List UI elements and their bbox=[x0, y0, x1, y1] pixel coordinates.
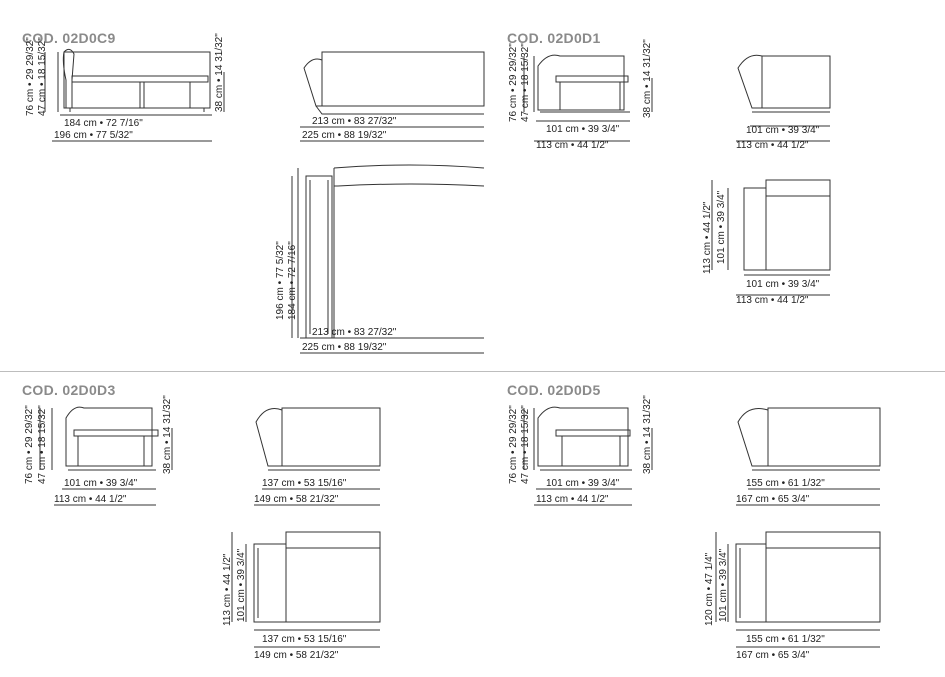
dim-seat-47-d3: 47 cm • 18 15/32" bbox=[37, 405, 48, 484]
side-view-02d0d5 bbox=[736, 407, 881, 506]
dim-depth-113-d1-side: 113 cm • 44 1/2" bbox=[736, 140, 809, 151]
side-view-02d0c9 bbox=[300, 51, 485, 142]
dim-length-184-c9-top: 184 cm • 72 7/16" bbox=[287, 241, 298, 320]
dim-seat-47-d1: 47 cm • 18 15/32" bbox=[520, 43, 531, 122]
dim-depth-120-d5-top-v: 120 cm • 47 1/4" bbox=[704, 552, 715, 626]
dim-depth-113-d3-top-v: 113 cm • 44 1/2" bbox=[222, 553, 233, 626]
front-view-02d0c9 bbox=[44, 48, 225, 142]
dim-length-196-c9-top: 196 cm • 77 5/32" bbox=[275, 241, 286, 320]
dim-width-113-d5: 113 cm • 44 1/2" bbox=[536, 494, 609, 505]
dim-width-149-d3-top: 149 cm • 58 21/32" bbox=[254, 650, 339, 661]
section-code-02d0d3: COD. 02D0D3 bbox=[22, 382, 116, 398]
top-view-02d0d3 bbox=[231, 531, 381, 648]
front-view-02d0d3 bbox=[39, 406, 173, 506]
top-view-02d0c9 bbox=[291, 164, 485, 354]
dim-depth-167-d5-side: 167 cm • 65 3/4" bbox=[736, 494, 810, 505]
dim-width-113-d1-top: 113 cm • 44 1/2" bbox=[736, 295, 809, 306]
dim-depth-101-d5-top-v: 101 cm • 39 3/4" bbox=[718, 548, 729, 622]
dim-depth-137-d3-side: 137 cm • 53 15/16" bbox=[262, 478, 347, 489]
dim-width-113-d1: 113 cm • 44 1/2" bbox=[536, 140, 609, 151]
dim-depth-155-d5-side: 155 cm • 61 1/32" bbox=[746, 478, 825, 489]
dim-depth-149-d3-side: 149 cm • 58 21/32" bbox=[254, 494, 339, 505]
dim-depth-213-c9-top: 213 cm • 83 27/32" bbox=[312, 327, 397, 338]
dim-depth-213-c9-side: 213 cm • 83 27/32" bbox=[312, 116, 397, 127]
front-view-02d0d1 bbox=[523, 54, 653, 142]
dim-width-196-c9: 196 cm • 77 5/32" bbox=[54, 130, 133, 141]
dim-width-101-d3: 101 cm • 39 3/4" bbox=[64, 478, 138, 489]
dim-height-76-d5: 76 cm • 29 29/32" bbox=[508, 405, 519, 484]
dim-depth-225-c9-side: 225 cm • 88 19/32" bbox=[302, 130, 387, 141]
top-view-02d0d5 bbox=[715, 531, 881, 648]
dim-height-76-c9: 76 cm • 29 29/32" bbox=[25, 37, 36, 116]
dim-arm-38-c9: 38 cm • 14 31/32" bbox=[214, 33, 225, 112]
dim-arm-38-d1: 38 cm • 14 31/32" bbox=[642, 39, 653, 118]
dim-depth-101-d1-top-v: 101 cm • 39 3/4" bbox=[716, 190, 727, 264]
dim-width-137-d3-top: 137 cm • 53 15/16" bbox=[262, 634, 347, 645]
dim-arm-38-d3: 38 cm • 14 31/32" bbox=[162, 395, 173, 474]
dim-depth-113-d1-top-v: 113 cm • 44 1/2" bbox=[702, 201, 713, 274]
dim-width-113-d3: 113 cm • 44 1/2" bbox=[54, 494, 127, 505]
section-divider bbox=[0, 371, 945, 372]
dim-seat-47-c9: 47 cm • 18 15/32" bbox=[37, 37, 48, 116]
section-code-02d0c9: COD. 02D0C9 bbox=[22, 30, 116, 46]
dim-height-76-d3: 76 cm • 29 29/32" bbox=[24, 405, 35, 484]
dim-width-184-c9: 184 cm • 72 7/16" bbox=[64, 118, 143, 129]
dim-width-101-d5: 101 cm • 39 3/4" bbox=[546, 478, 620, 489]
top-view-02d0d1 bbox=[711, 179, 831, 296]
dim-depth-101-d3-top-v: 101 cm • 39 3/4" bbox=[236, 548, 247, 622]
dim-depth-101-d1-side: 101 cm • 39 3/4" bbox=[746, 125, 820, 136]
dim-depth-225-c9-top: 225 cm • 88 19/32" bbox=[302, 342, 387, 353]
dim-arm-38-d5: 38 cm • 14 31/32" bbox=[642, 395, 653, 474]
dim-width-155-d5-top: 155 cm • 61 1/32" bbox=[746, 634, 825, 645]
dim-seat-47-d5: 47 cm • 18 15/32" bbox=[520, 405, 531, 484]
dim-height-76-d1: 76 cm • 29 29/32" bbox=[508, 43, 519, 122]
dim-width-101-d1: 101 cm • 39 3/4" bbox=[546, 124, 620, 135]
dim-width-167-d5-top: 167 cm • 65 3/4" bbox=[736, 650, 810, 661]
front-view-02d0d5 bbox=[523, 406, 653, 506]
side-view-02d0d1 bbox=[736, 54, 831, 142]
section-code-02d0d1: COD. 02D0D1 bbox=[507, 30, 601, 46]
dim-width-101-d1-top: 101 cm • 39 3/4" bbox=[746, 279, 820, 290]
side-view-02d0d3 bbox=[254, 407, 381, 506]
section-code-02d0d5: COD. 02D0D5 bbox=[507, 382, 601, 398]
